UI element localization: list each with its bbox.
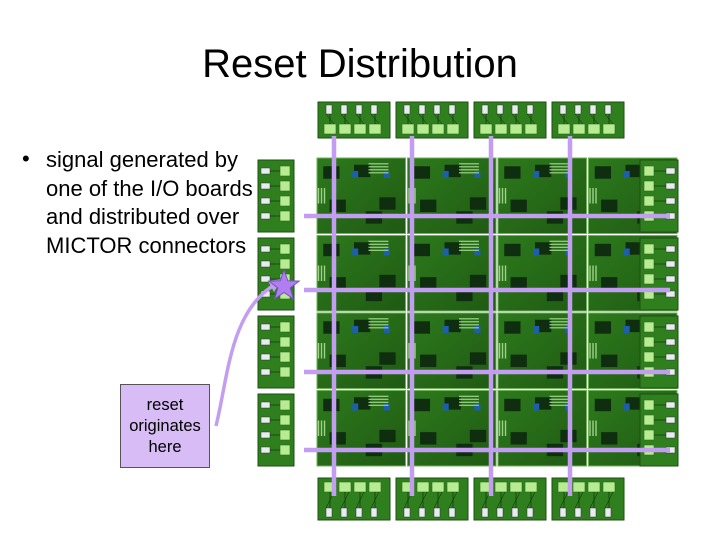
processing-board <box>316 235 406 312</box>
io-board <box>551 477 625 521</box>
origin-arrow <box>214 268 301 427</box>
io-board <box>257 315 295 389</box>
bullet-text: signal generated by one of the I/O board… <box>46 147 253 258</box>
io-board <box>257 237 295 311</box>
io-board <box>551 101 625 139</box>
processing-board <box>407 157 497 234</box>
io-board <box>639 159 679 233</box>
bullet-marker: • <box>22 146 30 171</box>
origin-arrow-path <box>214 282 277 427</box>
processing-board <box>407 235 497 312</box>
processing-board <box>497 235 587 312</box>
io-board <box>395 477 469 521</box>
io-board <box>395 101 469 139</box>
board-array <box>257 101 679 521</box>
io-board <box>639 393 679 467</box>
io-board <box>317 477 391 521</box>
processing-board <box>407 312 497 389</box>
signal-lines <box>304 136 670 496</box>
processing-board <box>316 312 406 389</box>
star-icon <box>267 268 301 301</box>
io-board <box>257 159 295 233</box>
slide-title: Reset Distribution <box>202 42 518 86</box>
io-board <box>639 315 679 389</box>
io-board <box>473 101 547 139</box>
processing-board <box>316 157 406 234</box>
io-board <box>473 477 547 521</box>
processing-board <box>497 390 587 467</box>
io-board <box>257 393 295 467</box>
processing-board <box>497 312 587 389</box>
reset-origin-callout: reset originates here <box>120 384 210 468</box>
processing-board <box>497 157 587 234</box>
processing-board <box>407 390 497 467</box>
io-board <box>639 237 679 311</box>
io-board <box>317 101 391 139</box>
processing-board <box>316 390 406 467</box>
